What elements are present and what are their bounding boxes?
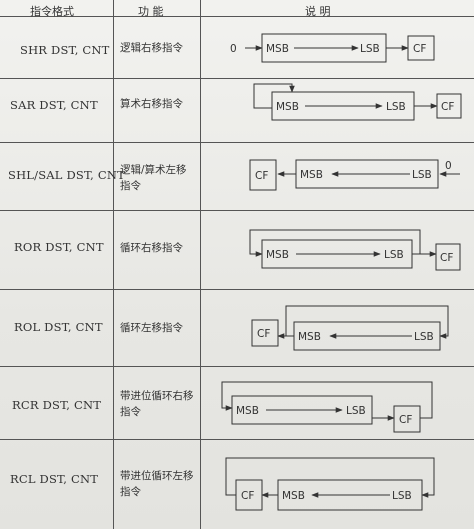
header-divider [0, 16, 474, 17]
diagram-rol [251, 305, 449, 351]
diagram-ror [249, 229, 461, 271]
lsb-label: LSB [414, 331, 434, 343]
diagram-shr [245, 33, 435, 63]
row-divider [0, 289, 474, 290]
msb-label: MSB [282, 490, 305, 502]
cf-label: CF [441, 101, 454, 113]
lsb-label: LSB [346, 405, 366, 417]
lsb-label: LSB [412, 169, 432, 181]
lsb-label: LSB [392, 490, 412, 502]
row-divider [0, 210, 474, 211]
cf-label: CF [440, 252, 453, 264]
column-divider [113, 0, 114, 529]
row-format-shr: SHR DST, CNT [20, 43, 110, 57]
row-divider [0, 366, 474, 367]
msb-label: MSB [236, 405, 259, 417]
row-format-shl: SHL/SAL DST, CNT [8, 168, 126, 182]
cf-box [435, 243, 461, 271]
header-function: 功 能 [138, 5, 164, 18]
row-function-rcl: 带进位循环左移指令 [120, 470, 194, 498]
header-description: 说 明 [305, 5, 331, 18]
row-format-rol: ROL DST, CNT [14, 320, 103, 334]
row-format-rcr: RCR DST, CNT [12, 398, 102, 412]
diagram-rcr [221, 381, 433, 433]
row-divider [0, 78, 474, 79]
msb-label: MSB [298, 331, 321, 343]
msb-label: MSB [276, 101, 299, 113]
row-divider [0, 439, 474, 440]
row-function-shl: 逻辑/算术左移指令 [120, 164, 187, 192]
column-divider [200, 0, 201, 529]
msb-label: MSB [266, 249, 289, 261]
cf-label: CF [255, 170, 268, 182]
row-function-rcr: 带进位循环右移指令 [120, 390, 194, 418]
lsb-label: LSB [384, 249, 404, 261]
row-format-sar: SAR DST, CNT [10, 98, 98, 112]
cf-box [251, 319, 279, 347]
cf-label: CF [413, 43, 426, 55]
row-function-rol: 循环左移指令 [120, 322, 183, 334]
cf-label: CF [241, 490, 254, 502]
row-format-ror: ROR DST, CNT [14, 240, 104, 254]
row-function-ror: 循环右移指令 [120, 242, 183, 254]
diagram-shl: 0 [249, 159, 460, 191]
header-format: 指令格式 [30, 5, 74, 18]
msb-label: MSB [300, 169, 323, 181]
row-function-shr: 逻辑右移指令 [120, 42, 183, 54]
diagram-sar [253, 83, 462, 121]
diagram-rcl [225, 457, 435, 511]
row-divider [0, 142, 474, 143]
cf-box [436, 93, 462, 119]
lsb-label: LSB [386, 101, 406, 113]
lsb-label: LSB [360, 43, 380, 55]
row-format-rcl: RCL DST, CNT [10, 472, 99, 486]
cf-box [407, 35, 435, 61]
cf-label: CF [399, 414, 412, 426]
row-function-sar: 算术右移指令 [120, 98, 183, 110]
zero-input-label: 0 [445, 160, 452, 172]
zero-input-label: 0 [230, 43, 237, 55]
cf-label: CF [257, 328, 270, 340]
cf-box [249, 159, 277, 191]
msb-label: MSB [266, 43, 289, 55]
